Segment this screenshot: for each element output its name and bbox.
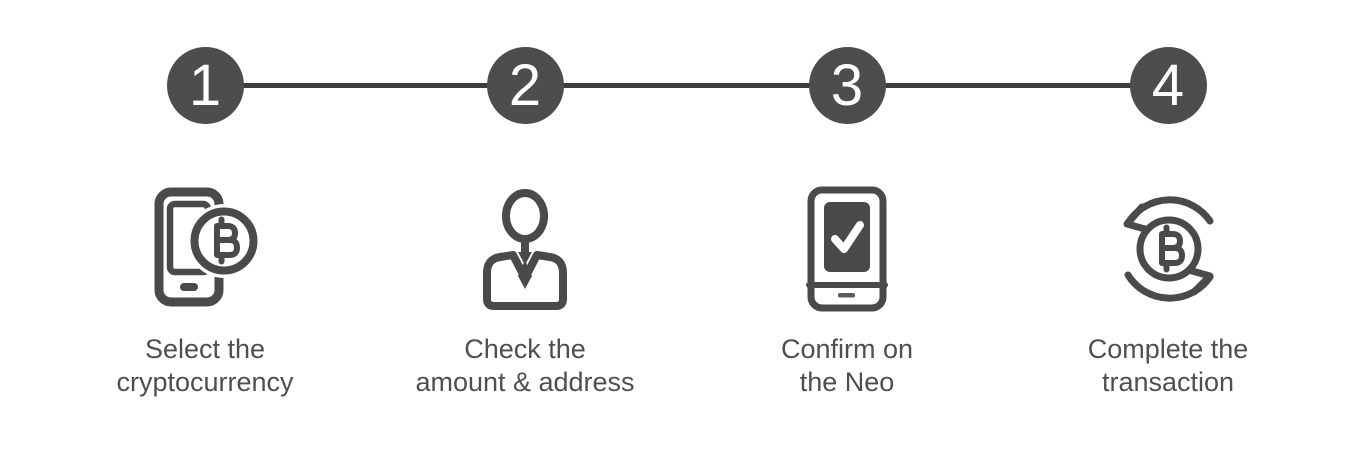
device-checkmark-icon: [806, 186, 888, 312]
step-4: 4 Complete the transaction: [1013, 0, 1323, 399]
step-4-number-badge: 4: [1129, 47, 1207, 124]
step-3: 3 Confirm on the Neo: [692, 0, 1002, 399]
businessman-icon: [483, 189, 567, 310]
step-number: 3: [830, 52, 864, 118]
step-2-label: Check the amount & address: [415, 334, 635, 397]
step-3-label: Confirm on the Neo: [780, 334, 914, 397]
step-2: 2 Check the amount & address: [370, 0, 680, 399]
step-1-number-badge: 1: [166, 47, 244, 124]
step-4-label: Complete the transaction: [1087, 334, 1249, 397]
stepper-connector-line: [205, 83, 1168, 88]
step-number: 2: [508, 52, 542, 118]
step-1: 1 Select the cryptocurrency: [50, 0, 360, 399]
bitcoin-refresh-icon: [1123, 196, 1213, 302]
step-3-number-badge: 3: [808, 47, 886, 124]
step-number: 4: [1151, 52, 1185, 118]
step-1-label: Select the cryptocurrency: [116, 334, 294, 397]
step-2-number-badge: 2: [486, 47, 564, 124]
smartphone-bitcoin-icon: [154, 187, 258, 307]
step-number: 1: [188, 52, 222, 118]
